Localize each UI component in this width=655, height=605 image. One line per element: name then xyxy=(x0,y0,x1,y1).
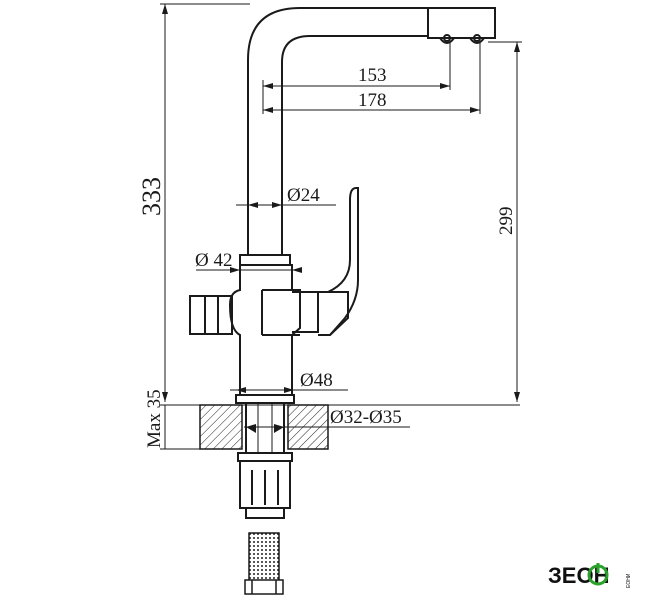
dimension-lines xyxy=(160,3,522,450)
label-d24: Ø24 xyxy=(287,185,320,206)
logo-subtext: ЕОНИ xyxy=(626,573,632,588)
flexible-hose xyxy=(244,532,284,595)
label-d42: Ø 42 xyxy=(195,250,232,271)
faucet-outline xyxy=(189,7,496,404)
label-d48: Ø48 xyxy=(300,370,333,391)
label-153: 153 xyxy=(358,65,387,86)
dimension-arrows xyxy=(162,4,520,433)
label-178: 178 xyxy=(358,90,387,111)
mounting-stud xyxy=(237,402,293,519)
brand-logo: ЗЕОН ЕОНИ xyxy=(548,563,632,588)
label-max35: Max 35 xyxy=(144,389,165,448)
label-299: 299 xyxy=(496,207,517,236)
label-d32-d35: Ø32-Ø35 xyxy=(330,407,402,428)
label-333: 333 xyxy=(137,177,166,216)
